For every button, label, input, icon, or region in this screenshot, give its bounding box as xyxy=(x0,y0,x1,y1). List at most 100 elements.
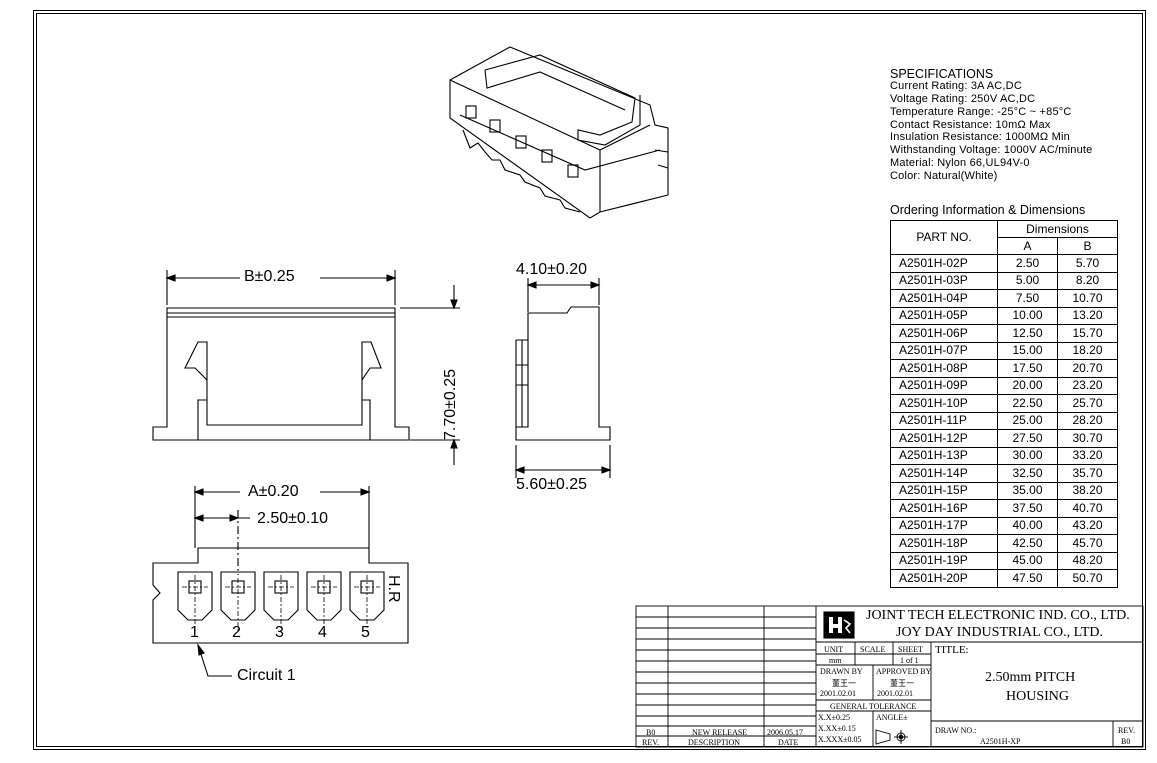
approved-by-label: APPROVED BY xyxy=(876,667,932,676)
dimension-a-cell: 47.50 xyxy=(997,569,1058,588)
part-number-cell: A2501H-18P xyxy=(890,534,998,553)
description-column-header: DESCRIPTION xyxy=(688,738,741,747)
dimension-b-cell: 15.70 xyxy=(1057,324,1118,343)
specifications-title: SPECIFICATIONS xyxy=(890,67,994,81)
rev-label: REV. xyxy=(1118,726,1135,735)
col-header-part-no: PART NO. xyxy=(890,220,998,255)
spec-line: Current Rating: 3A AC,DC xyxy=(890,80,1022,92)
drawing-frame-outer xyxy=(33,10,1146,750)
description-entry: NEW RELEASE xyxy=(692,728,748,737)
part-number-cell: A2501H-05P xyxy=(890,306,998,325)
circuit-number: 2 xyxy=(232,624,241,641)
dimension-a-cell: 2.50 xyxy=(997,254,1058,273)
cavity-2 xyxy=(220,571,256,621)
tolerance-1: X.X±0.25 xyxy=(818,713,850,722)
title-label: TITLE: xyxy=(935,644,969,656)
cavity-3 xyxy=(263,571,299,621)
bottom-view xyxy=(152,486,409,677)
company-name-2: JOY DAY INDUSTRIAL CO., LTD. xyxy=(896,625,1104,640)
dimension-a-cell: 32.50 xyxy=(997,464,1058,483)
drawn-by-label: DRAWN BY xyxy=(820,667,863,676)
part-number-cell: A2501H-09P xyxy=(890,376,998,395)
rev-column-header: REV. xyxy=(642,738,659,747)
drawn-date: 2001.02.01 xyxy=(820,689,856,698)
part-number-cell: A2501H-07P xyxy=(890,341,998,360)
angle-label: ANGLE± xyxy=(876,713,908,722)
col-header-b: B xyxy=(1057,237,1118,255)
part-number-cell: A2501H-14P xyxy=(890,464,998,483)
title-line-2: HOUSING xyxy=(1006,689,1069,704)
part-number-cell: A2501H-03P xyxy=(890,271,998,290)
dimension-a-cell: 5.00 xyxy=(997,271,1058,290)
tolerance-2: X.XX±0.15 xyxy=(818,724,856,733)
dimension-b-cell: 48.20 xyxy=(1057,551,1118,570)
part-number-cell: A2501H-06P xyxy=(890,324,998,343)
dimension-b-cell: 30.70 xyxy=(1057,429,1118,448)
cavity-1 xyxy=(177,571,213,621)
dimension-b-cell: 50.70 xyxy=(1057,569,1118,588)
iso-contact-window-1 xyxy=(465,105,477,119)
part-number-cell: A2501H-15P xyxy=(890,481,998,500)
dimension-a-cell: 35.00 xyxy=(997,481,1058,500)
circuit-number: 5 xyxy=(361,624,370,641)
part-number-cell: A2501H-13P xyxy=(890,446,998,465)
ordering-title: Ordering Information & Dimensions xyxy=(890,203,1086,217)
spec-line: Voltage Rating: 250V AC,DC xyxy=(890,93,1036,105)
part-number-cell: A2501H-04P xyxy=(890,289,998,308)
dimension-a-cell: 40.00 xyxy=(997,516,1058,535)
dimension-a-cell: 30.00 xyxy=(997,446,1058,465)
height-dimension: 7.70±0.25 xyxy=(442,368,459,440)
part-number-cell: A2501H-08P xyxy=(890,359,998,378)
sheet-label: SHEET xyxy=(898,645,923,654)
iso-contact-window-2 xyxy=(489,119,501,133)
side-view xyxy=(514,278,612,478)
isometric-view xyxy=(449,46,669,219)
draw-no-value: A2501H-XP xyxy=(980,737,1021,746)
dimension-b-cell: 43.20 xyxy=(1057,516,1118,535)
dimension-b-cell: 38.20 xyxy=(1057,481,1118,500)
unit-label: UNIT xyxy=(824,645,844,654)
circuit-1-label: Circuit 1 xyxy=(237,667,296,684)
side-width-bottom-dimension: 5.60±0.25 xyxy=(516,476,588,493)
part-number-cell: A2501H-17P xyxy=(890,516,998,535)
dimension-b-cell: 13.20 xyxy=(1057,306,1118,325)
part-number-cell: A2501H-11P xyxy=(890,411,998,430)
circuit-number: 3 xyxy=(275,624,284,641)
dimension-b-cell: 5.70 xyxy=(1057,254,1118,273)
drawn-by-name: 董王一 xyxy=(832,679,856,688)
general-tolerance-label: GENERAL TOLERANCE xyxy=(830,702,917,711)
dimension-a-cell: 22.50 xyxy=(997,394,1058,413)
iso-contact-window-5 xyxy=(567,164,579,178)
dimension-a-cell: 27.50 xyxy=(997,429,1058,448)
dimension-a-cell: 17.50 xyxy=(997,359,1058,378)
approved-date: 2001.02.01 xyxy=(877,689,913,698)
a-width-dimension: A±0.20 xyxy=(248,483,299,500)
part-number-cell: A2501H-10P xyxy=(890,394,998,413)
cavity-4 xyxy=(306,571,342,621)
b-width-dimension: B±0.25 xyxy=(244,268,295,285)
scale-label: SCALE xyxy=(860,645,886,654)
spec-line: Insulation Resistance: 1000MΩ Min xyxy=(890,131,1070,143)
dimension-a-cell: 15.00 xyxy=(997,341,1058,360)
date-entry: 2006.05.17 xyxy=(767,728,803,737)
dimension-b-cell: 20.70 xyxy=(1057,359,1118,378)
spec-line: Contact Resistance: 10mΩ Max xyxy=(890,119,1051,131)
projection-symbol xyxy=(875,729,908,745)
front-view xyxy=(152,270,460,465)
spec-line: Withstanding Voltage: 1000V AC/minute xyxy=(890,144,1093,156)
rev-value: B0 xyxy=(1121,737,1131,746)
iso-contact-window-4 xyxy=(541,149,553,163)
dimension-a-cell: 42.50 xyxy=(997,534,1058,553)
